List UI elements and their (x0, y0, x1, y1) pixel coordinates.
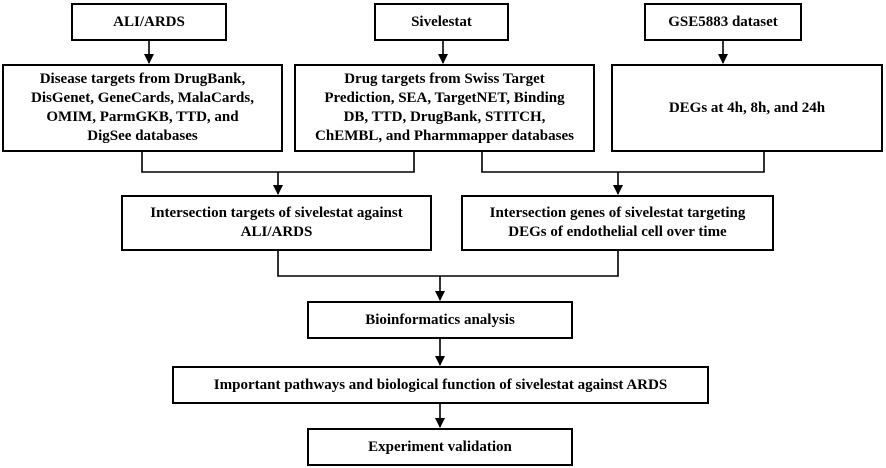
pathways-box: Important pathways and biological functi… (172, 366, 709, 404)
intersection-genes-line: DEGs of endothelial cell over time (508, 224, 727, 240)
sivelestat-label: Sivelestat (411, 13, 472, 30)
gse-dataset-box: GSE5883 dataset (644, 3, 802, 41)
drug-targets-line: Prediction, SEA, TargetNET, Binding (324, 90, 565, 106)
disease-targets-line: Disease targets from DrugBank, (39, 71, 246, 87)
intersection-targets-line: ALI/ARDS (240, 224, 313, 240)
disease-targets-line: OMIM, ParmGKB, TTD, and (46, 109, 239, 125)
ali-ards-label: ALI/ARDS (113, 13, 185, 30)
disease-targets-line: DigSee databases (87, 128, 198, 144)
ali-ards-box: ALI/ARDS (71, 3, 227, 41)
drug-targets-line: Drug targets from Swiss Target (344, 71, 545, 87)
sivelestat-box: Sivelestat (374, 3, 509, 41)
connector-drug-degs-merge (481, 152, 765, 173)
drug-targets-line: DB, TTD, DrugBank, STITCH, (343, 109, 546, 125)
degs-label: DEGs at 4h, 8h, and 24h (668, 99, 826, 116)
degs-box: DEGs at 4h, 8h, and 24h (611, 64, 883, 152)
disease-targets-box: Disease targets from DrugBank, DisGenet,… (2, 64, 283, 152)
experiment-validation-box: Experiment validation (307, 428, 573, 466)
pathways-label: Important pathways and biological functi… (213, 376, 668, 393)
disease-targets-line: DisGenet, GeneCards, MalaCards, (31, 90, 254, 106)
bioinformatics-box: Bioinformatics analysis (307, 301, 573, 339)
drug-targets-box: Drug targets from Swiss Target Predictio… (294, 64, 595, 152)
intersection-genes-line: Intersection genes of sivelestat targeti… (489, 205, 746, 221)
gse-dataset-label: GSE5883 dataset (668, 13, 778, 30)
bioinformatics-label: Bioinformatics analysis (365, 311, 515, 328)
connector-intersections-merge (277, 251, 619, 277)
intersection-targets-box: Intersection targets of sivelestat again… (121, 195, 432, 251)
intersection-genes-box: Intersection genes of sivelestat targeti… (461, 195, 774, 251)
intersection-targets-line: Intersection targets of sivelestat again… (150, 205, 403, 221)
experiment-validation-label: Experiment validation (368, 438, 512, 455)
connector-disease-drug-merge (141, 152, 415, 173)
drug-targets-line: ChEMBL, and Pharmmapper databases (315, 128, 574, 144)
